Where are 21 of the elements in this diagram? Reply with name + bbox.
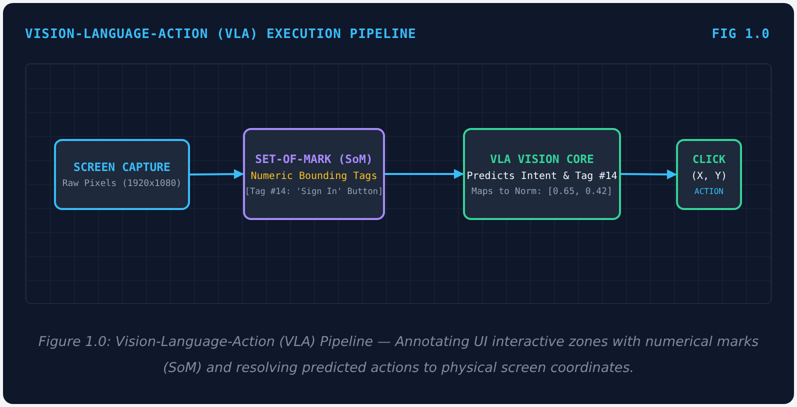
node-title: SCREEN CAPTURE bbox=[74, 160, 170, 174]
process-box bbox=[54, 139, 190, 210]
subtitle: Predicts Intent & Tag #14 bbox=[466, 170, 618, 182]
node-title: VLA VISION CORE bbox=[490, 152, 594, 166]
subtitle: Numeric Bounding Tags bbox=[250, 170, 378, 182]
node-title: CLICK bbox=[692, 153, 726, 166]
node-title: SET-OF-MARK (SoM) bbox=[255, 152, 373, 166]
subtitle: (X, Y) bbox=[690, 171, 728, 182]
note: Maps to Norm: [0.65, 0.42] bbox=[472, 186, 612, 196]
arrow bbox=[190, 169, 244, 180]
process-box bbox=[676, 139, 742, 210]
figure-caption: Figure 1.0: Vision-Language-Action (VLA) Pipeline — Annotating UI interactive zones with numerical marks (SoM) and resolving predicted actions to physical screen coordinates. bbox=[37, 333, 760, 378]
process-box bbox=[463, 128, 621, 220]
note: [Tag #14: 'Sign In' Button] bbox=[244, 186, 384, 196]
tag-label: ACTION bbox=[694, 187, 724, 196]
figure-number: FIG 1.0 bbox=[712, 27, 770, 42]
subtitle: Raw Pixels (1920x1080) bbox=[62, 179, 182, 189]
arrow bbox=[620, 169, 677, 180]
arrow bbox=[385, 169, 464, 179]
diagram-title: VISION-LANGUAGE-ACTION (VLA) EXECUTION PIPELINE bbox=[25, 27, 416, 42]
process-box bbox=[243, 128, 385, 220]
